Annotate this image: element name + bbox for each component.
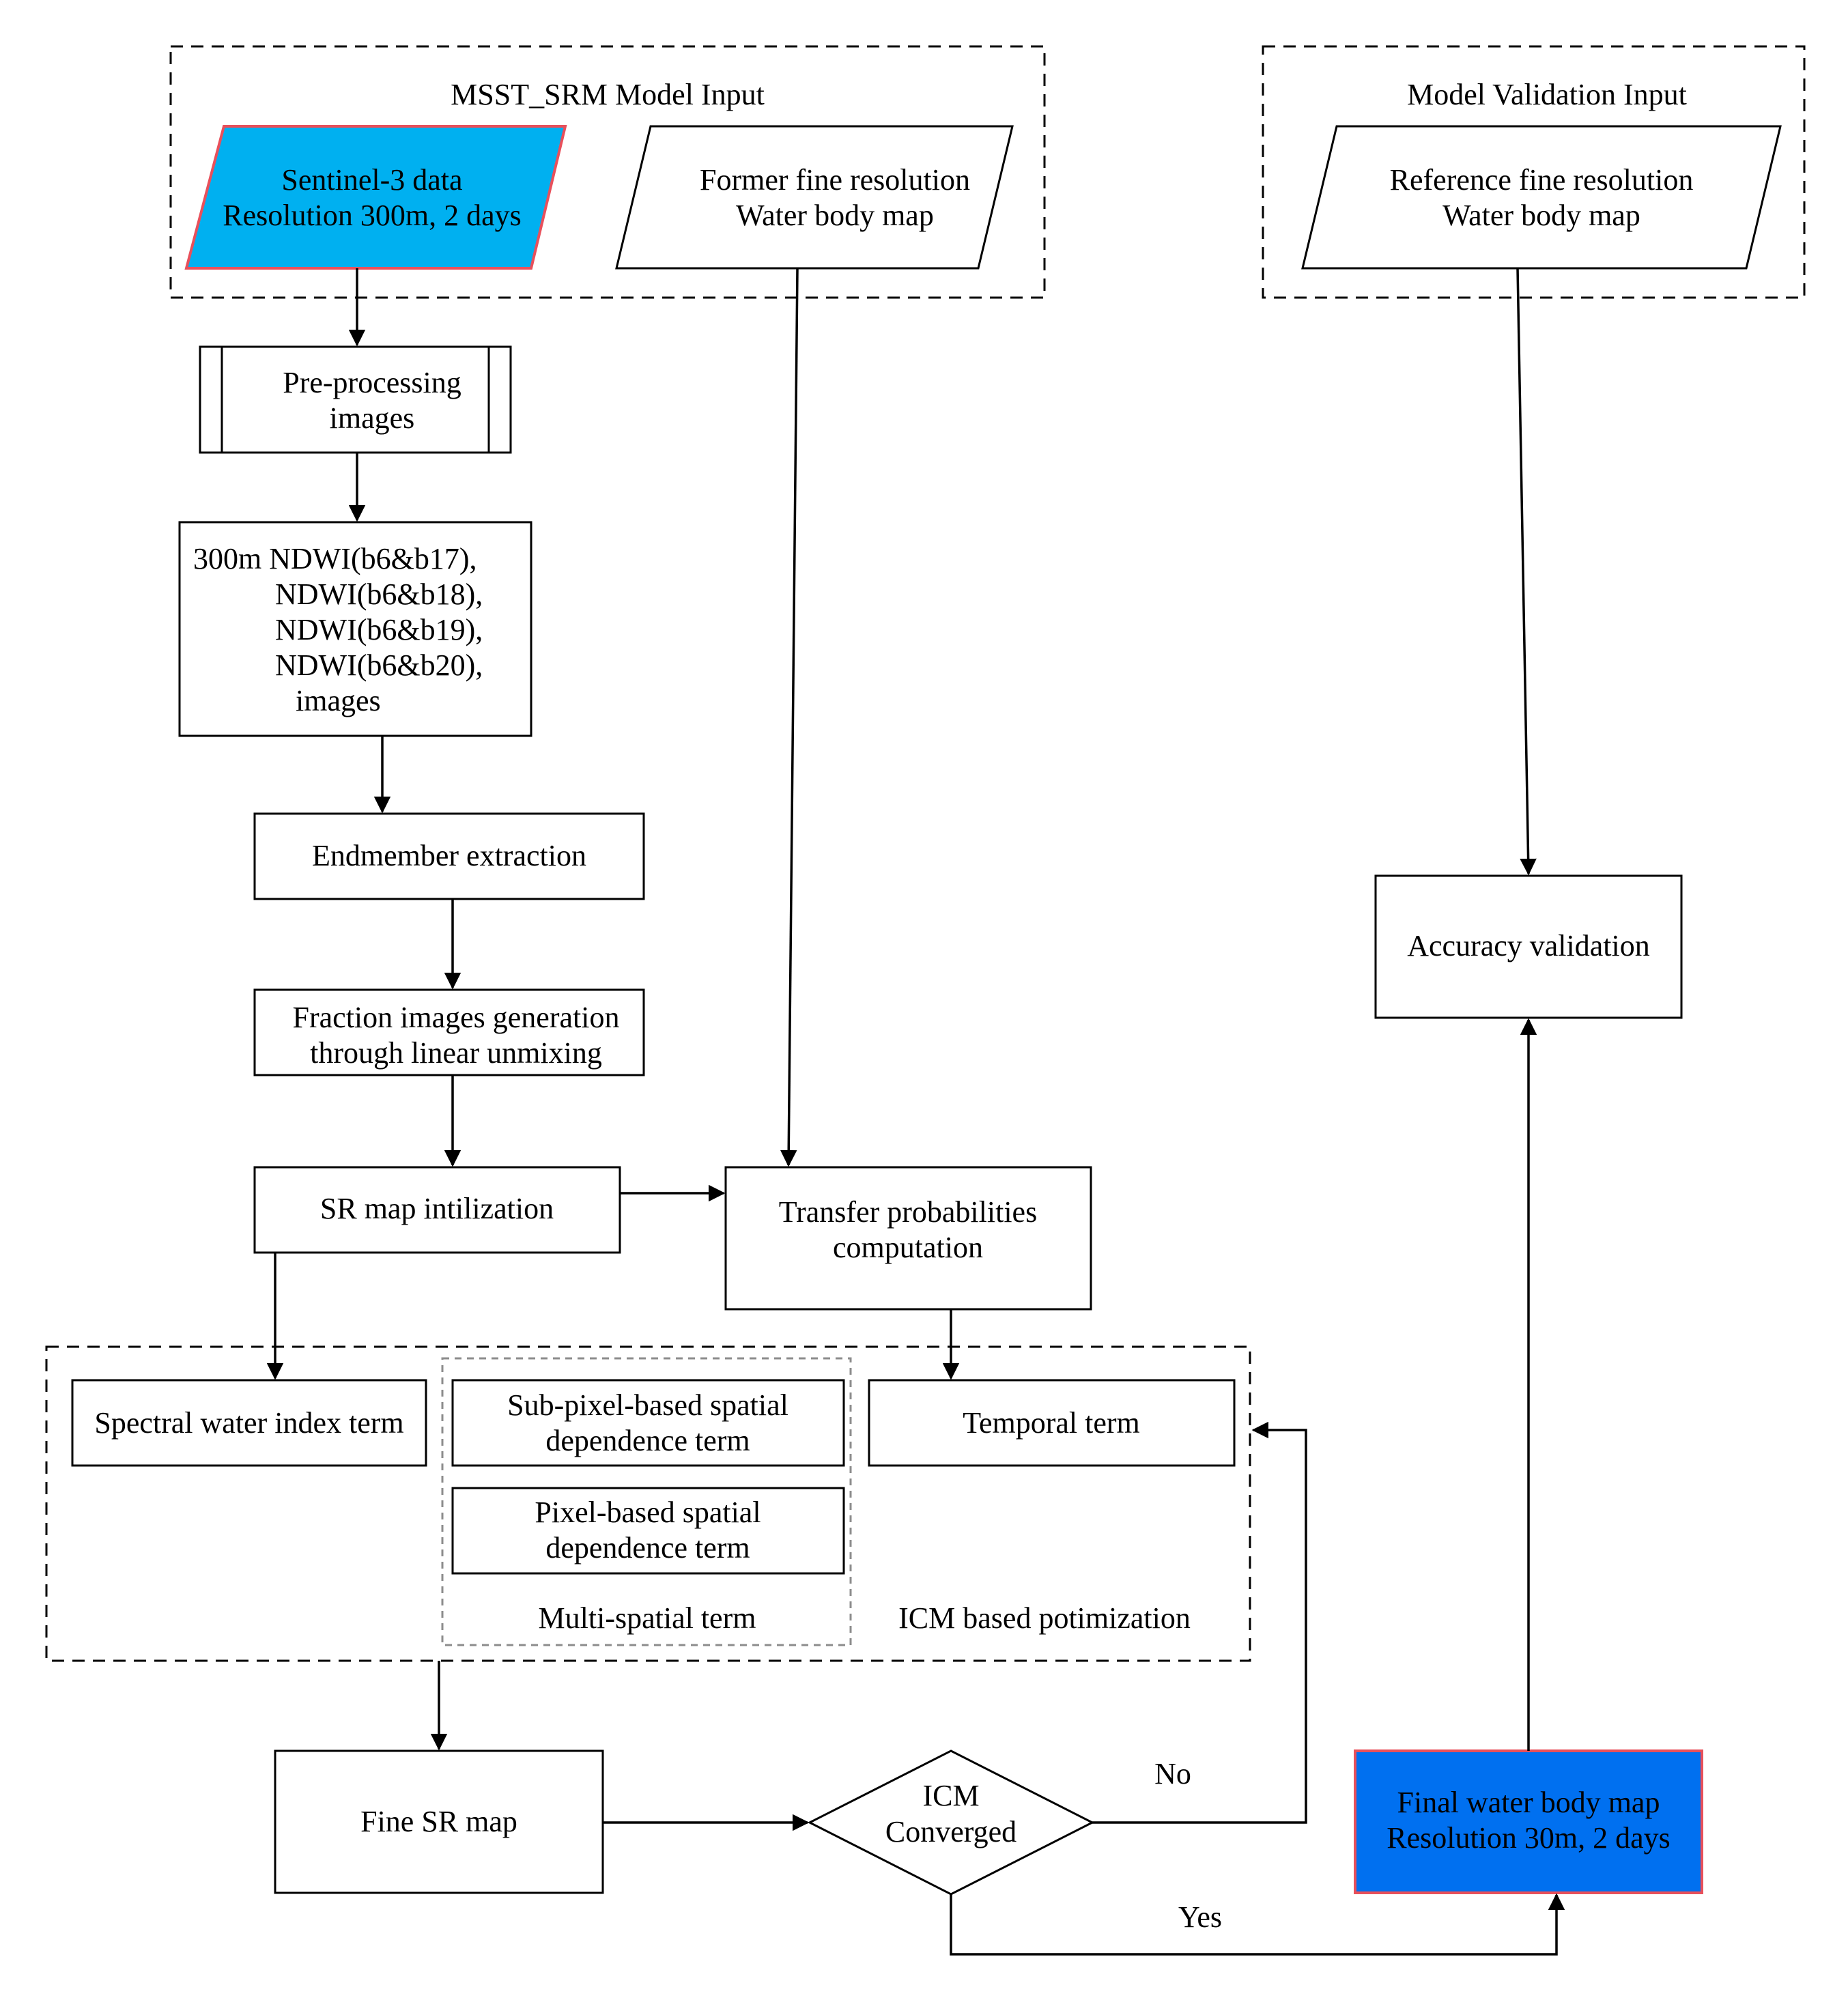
icm-converged-line-1: ICM bbox=[922, 1779, 979, 1812]
transfer-line-2: computation bbox=[833, 1231, 983, 1264]
validation-input-group-label: Model Validation Input bbox=[1407, 78, 1687, 111]
icm-converged-node: ICM Converged bbox=[807, 1749, 1095, 1896]
reference-map-line-2: Water body map bbox=[1442, 199, 1640, 232]
endmember-node: Endmember extraction bbox=[253, 812, 645, 900]
reference-map-node: Reference fine resolution Water body map bbox=[1301, 125, 1782, 270]
accuracy-line-1: Accuracy validation bbox=[1407, 929, 1650, 962]
connectors bbox=[266, 268, 1565, 1956]
ndwi-line-4: NDWI(b6&b20), bbox=[275, 648, 483, 682]
pixel-term-node: Pixel-based spatial dependence term bbox=[451, 1487, 845, 1575]
preprocessing-node: Pre-processing images bbox=[199, 345, 512, 454]
icm-converged-line-2: Converged bbox=[885, 1815, 1017, 1848]
transfer-node: Transfer probabilities computation bbox=[724, 1166, 1092, 1311]
sr-init-line-1: SR map intilization bbox=[320, 1192, 554, 1225]
former-map-line-2: Water body map bbox=[736, 199, 934, 232]
temporal-term-node: Temporal term bbox=[868, 1379, 1236, 1467]
reference-map-line-1: Reference fine resolution bbox=[1390, 163, 1694, 197]
temporal-term-line-1: Temporal term bbox=[963, 1406, 1140, 1440]
fraction-line-1: Fraction images generation bbox=[293, 1001, 620, 1034]
sentinel-data-line-1: Sentinel-3 data bbox=[281, 163, 462, 197]
ndwi-line-5: images bbox=[296, 684, 381, 717]
fine-sr-node: Fine SR map bbox=[274, 1749, 604, 1894]
accuracy-node: Accuracy validation bbox=[1374, 874, 1683, 1019]
spectral-term-line-1: Spectral water index term bbox=[94, 1406, 403, 1440]
endmember-line-1: Endmember extraction bbox=[312, 839, 586, 872]
no-edge-label: No bbox=[1154, 1757, 1191, 1790]
icm-optimization-group-label: ICM based potimization bbox=[898, 1601, 1191, 1635]
model-input-group-label: MSST_SRM Model Input bbox=[451, 78, 765, 111]
former-map-node: Former fine resolution Water body map bbox=[615, 125, 1014, 270]
ndwi-line-1: 300m NDWI(b6&b17), bbox=[193, 542, 477, 575]
final-map-line-1: Final water body map bbox=[1397, 1786, 1660, 1819]
fine-sr-line-1: Fine SR map bbox=[360, 1805, 517, 1838]
arrow-reference-to-accuracy bbox=[1516, 268, 1537, 876]
pixel-term-line-2: dependence term bbox=[545, 1531, 750, 1565]
spectral-term-node: Spectral water index term bbox=[71, 1379, 427, 1467]
ndwi-line-2: NDWI(b6&b18), bbox=[275, 577, 483, 611]
multi-spatial-group-label: Multi-spatial term bbox=[539, 1601, 756, 1635]
pixel-term-line-1: Pixel-based spatial bbox=[535, 1496, 760, 1529]
transfer-line-1: Transfer probabilities bbox=[779, 1195, 1037, 1229]
sentinel-data-line-2: Resolution 300m, 2 days bbox=[223, 199, 522, 232]
validation-input-group bbox=[1262, 45, 1806, 299]
former-map-line-1: Former fine resolution bbox=[700, 163, 970, 197]
model-input-group bbox=[169, 45, 1046, 299]
fraction-node: Fraction images generation through linea… bbox=[253, 988, 645, 1076]
final-map-node: Final water body map Resolution 30m, 2 d… bbox=[1354, 1749, 1703, 1894]
arrow-former-to-transfer bbox=[780, 268, 799, 1167]
multi-spatial-group bbox=[441, 1357, 852, 1646]
ndwi-node: 300m NDWI(b6&b17), NDWI(b6&b18), NDWI(b6… bbox=[178, 521, 532, 737]
subpixel-term-line-2: dependence term bbox=[545, 1424, 750, 1457]
preprocessing-line-1: Pre-processing bbox=[283, 366, 461, 399]
ndwi-line-3: NDWI(b6&b19), bbox=[275, 613, 483, 646]
sr-init-node: SR map intilization bbox=[253, 1166, 621, 1254]
arrow-yes-to-final bbox=[950, 1893, 1565, 1956]
arrow-no-loop-to-temporal bbox=[1092, 1421, 1307, 1824]
sentinel-data-node: Sentinel-3 data Resolution 300m, 2 days bbox=[184, 125, 567, 270]
fraction-line-2: through linear unmixing bbox=[310, 1036, 602, 1070]
final-map-line-2: Resolution 30m, 2 days bbox=[1387, 1821, 1671, 1855]
preprocessing-line-2: images bbox=[330, 401, 415, 435]
subpixel-term-line-1: Sub-pixel-based spatial bbox=[507, 1388, 788, 1422]
icm-optimization-group bbox=[45, 1345, 1251, 1662]
subpixel-term-node: Sub-pixel-based spatial dependence term bbox=[451, 1379, 845, 1467]
yes-edge-label: Yes bbox=[1178, 1900, 1222, 1934]
